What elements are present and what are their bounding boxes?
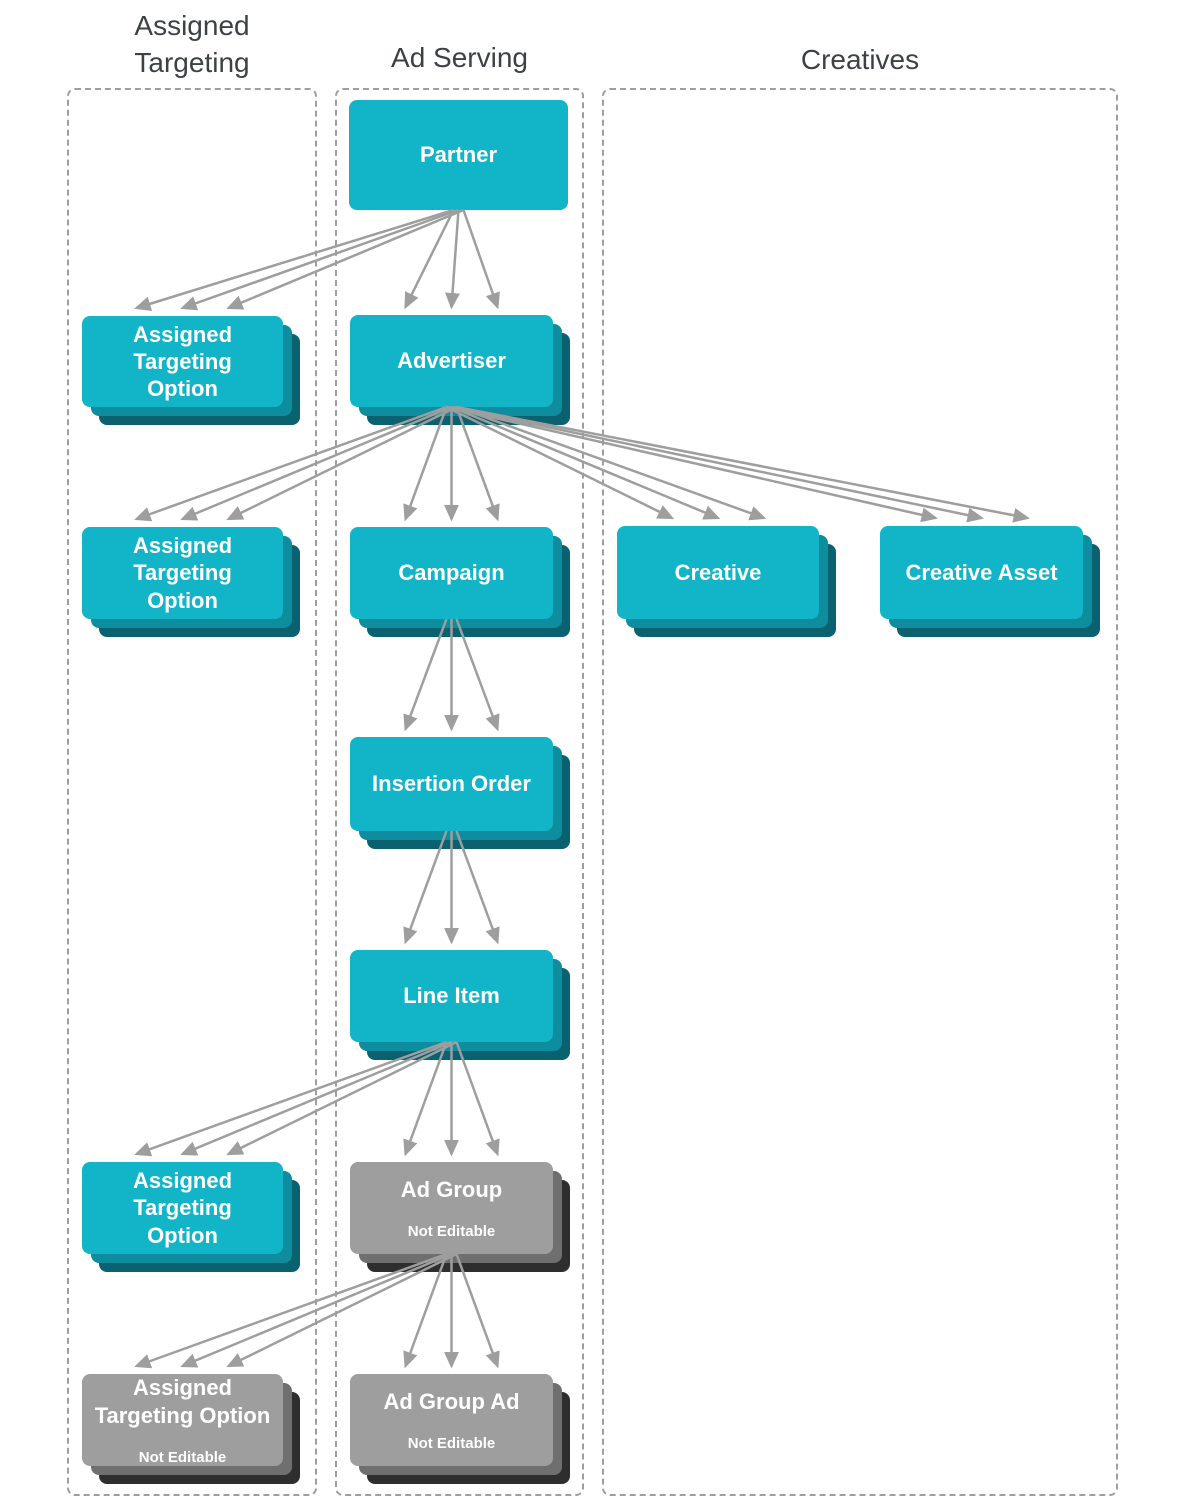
node-ad-group-ad-box: Ad Group Ad Not Editable bbox=[350, 1374, 553, 1466]
column-assigned-targeting bbox=[67, 88, 317, 1496]
node-advertiser: Advertiser bbox=[350, 315, 570, 425]
node-label: Creative Asset bbox=[905, 559, 1058, 585]
column-header-assigned-targeting: Assigned Targeting bbox=[134, 10, 250, 78]
node-campaign: Campaign bbox=[350, 527, 570, 637]
node-label: Line Item bbox=[403, 983, 500, 1009]
node-label: Ad Group bbox=[400, 1176, 503, 1202]
column-ad-serving bbox=[335, 88, 584, 1496]
node-sublabel: Not Editable bbox=[407, 1223, 496, 1241]
node-advertiser-box: Advertiser bbox=[350, 315, 553, 407]
node-ato-3: Assigned Targeting Option bbox=[82, 1162, 300, 1272]
node-label: Assigned Targeting Option bbox=[132, 533, 233, 613]
node-sublabel: Not Editable bbox=[138, 1448, 227, 1466]
node-label: Partner bbox=[419, 142, 498, 168]
node-ato-2-box: Assigned Targeting Option bbox=[82, 527, 283, 619]
node-creative-box: Creative bbox=[617, 526, 819, 619]
node-label: Insertion Order bbox=[372, 771, 531, 797]
node-sublabel: Not Editable bbox=[407, 1435, 496, 1453]
node-label: Campaign bbox=[398, 560, 505, 586]
node-ato-3-box: Assigned Targeting Option bbox=[82, 1162, 283, 1254]
node-label: Advertiser bbox=[397, 348, 506, 374]
node-ad-group-ad: Ad Group Ad Not Editable bbox=[350, 1374, 570, 1484]
node-creative: Creative bbox=[617, 526, 836, 637]
node-ato-2: Assigned Targeting Option bbox=[82, 527, 300, 637]
column-header-creatives: Creatives bbox=[800, 44, 920, 75]
node-insertion-order: Insertion Order bbox=[350, 737, 570, 849]
node-label: Creative bbox=[674, 559, 762, 585]
node-insertion-order-box: Insertion Order bbox=[350, 737, 553, 831]
node-line-item: Line Item bbox=[350, 950, 570, 1060]
column-header-ad-serving: Ad Serving bbox=[391, 42, 528, 73]
node-label: Ad Group Ad bbox=[383, 1388, 520, 1414]
node-partner: Partner bbox=[349, 100, 568, 210]
node-label: Assigned Targeting Option bbox=[94, 1375, 271, 1428]
node-line-item-box: Line Item bbox=[350, 950, 553, 1042]
column-creatives bbox=[602, 88, 1118, 1496]
node-ato-1-box: Assigned Targeting Option bbox=[82, 316, 283, 407]
node-creative-asset: Creative Asset bbox=[880, 526, 1100, 637]
node-partner-box: Partner bbox=[349, 100, 568, 210]
node-ato-1: Assigned Targeting Option bbox=[82, 316, 300, 425]
node-creative-asset-box: Creative Asset bbox=[880, 526, 1083, 619]
node-label: Assigned Targeting Option bbox=[132, 1168, 233, 1248]
node-campaign-box: Campaign bbox=[350, 527, 553, 619]
node-label: Assigned Targeting Option bbox=[132, 321, 233, 402]
